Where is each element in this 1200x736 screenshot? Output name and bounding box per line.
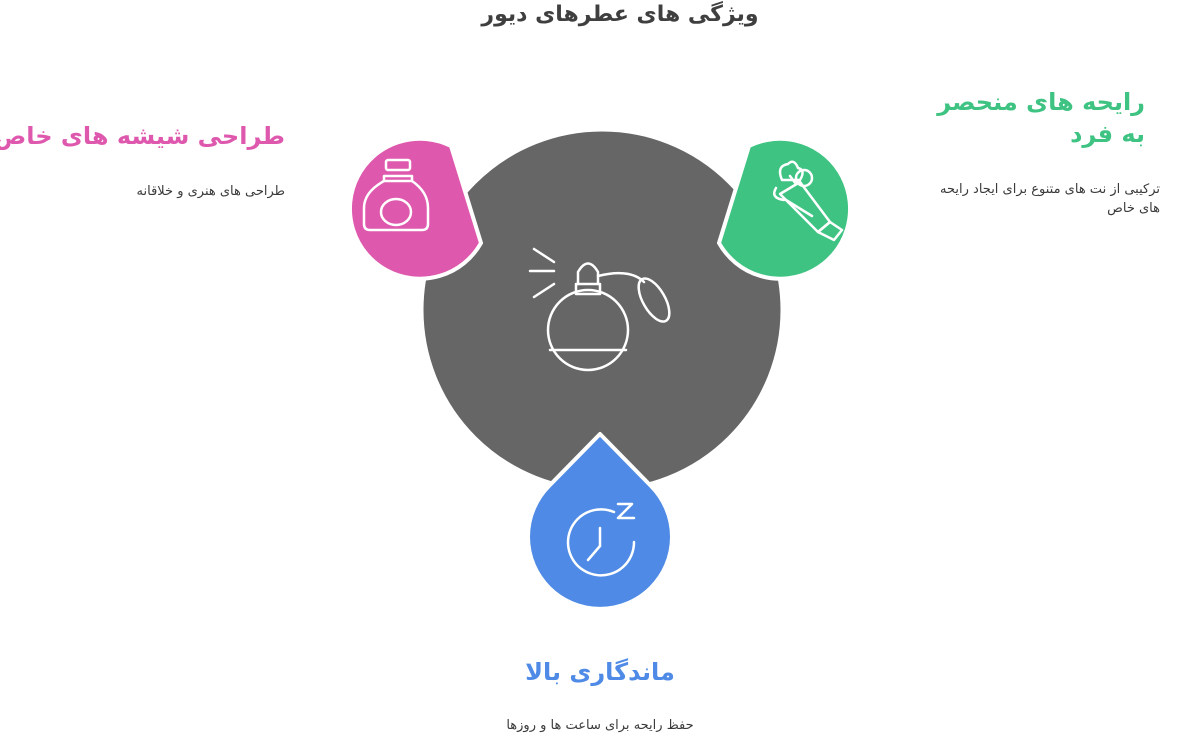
bottle-drop-shape xyxy=(348,136,483,281)
flower-bouquet-icon xyxy=(773,160,844,242)
longevity-drop-shape xyxy=(526,432,674,611)
scent-feature-desc: ترکیبی از نت های متنوع برای ایجاد رایحه … xyxy=(940,182,1160,216)
perfume-bottle-icon xyxy=(362,158,430,232)
perfume-atomizer-icon xyxy=(528,247,671,372)
scent-feature-title: رایحه های منحصر به فرد xyxy=(937,88,1145,149)
clock-sleep-icon xyxy=(566,502,636,577)
longevity-feature-desc: حفظ رایحه برای ساعت ها و روزها xyxy=(506,718,694,733)
bottle-feature-title: طراحی شیشه های خاص xyxy=(0,122,285,150)
scent-drop-shape xyxy=(717,136,852,281)
bottle-feature-desc: طراحی های هنری و خلاقانه xyxy=(136,184,285,199)
longevity-feature-title: ماندگاری بالا xyxy=(525,658,675,686)
diagram-title: ویژگی های عطرهای دیور xyxy=(481,2,759,27)
